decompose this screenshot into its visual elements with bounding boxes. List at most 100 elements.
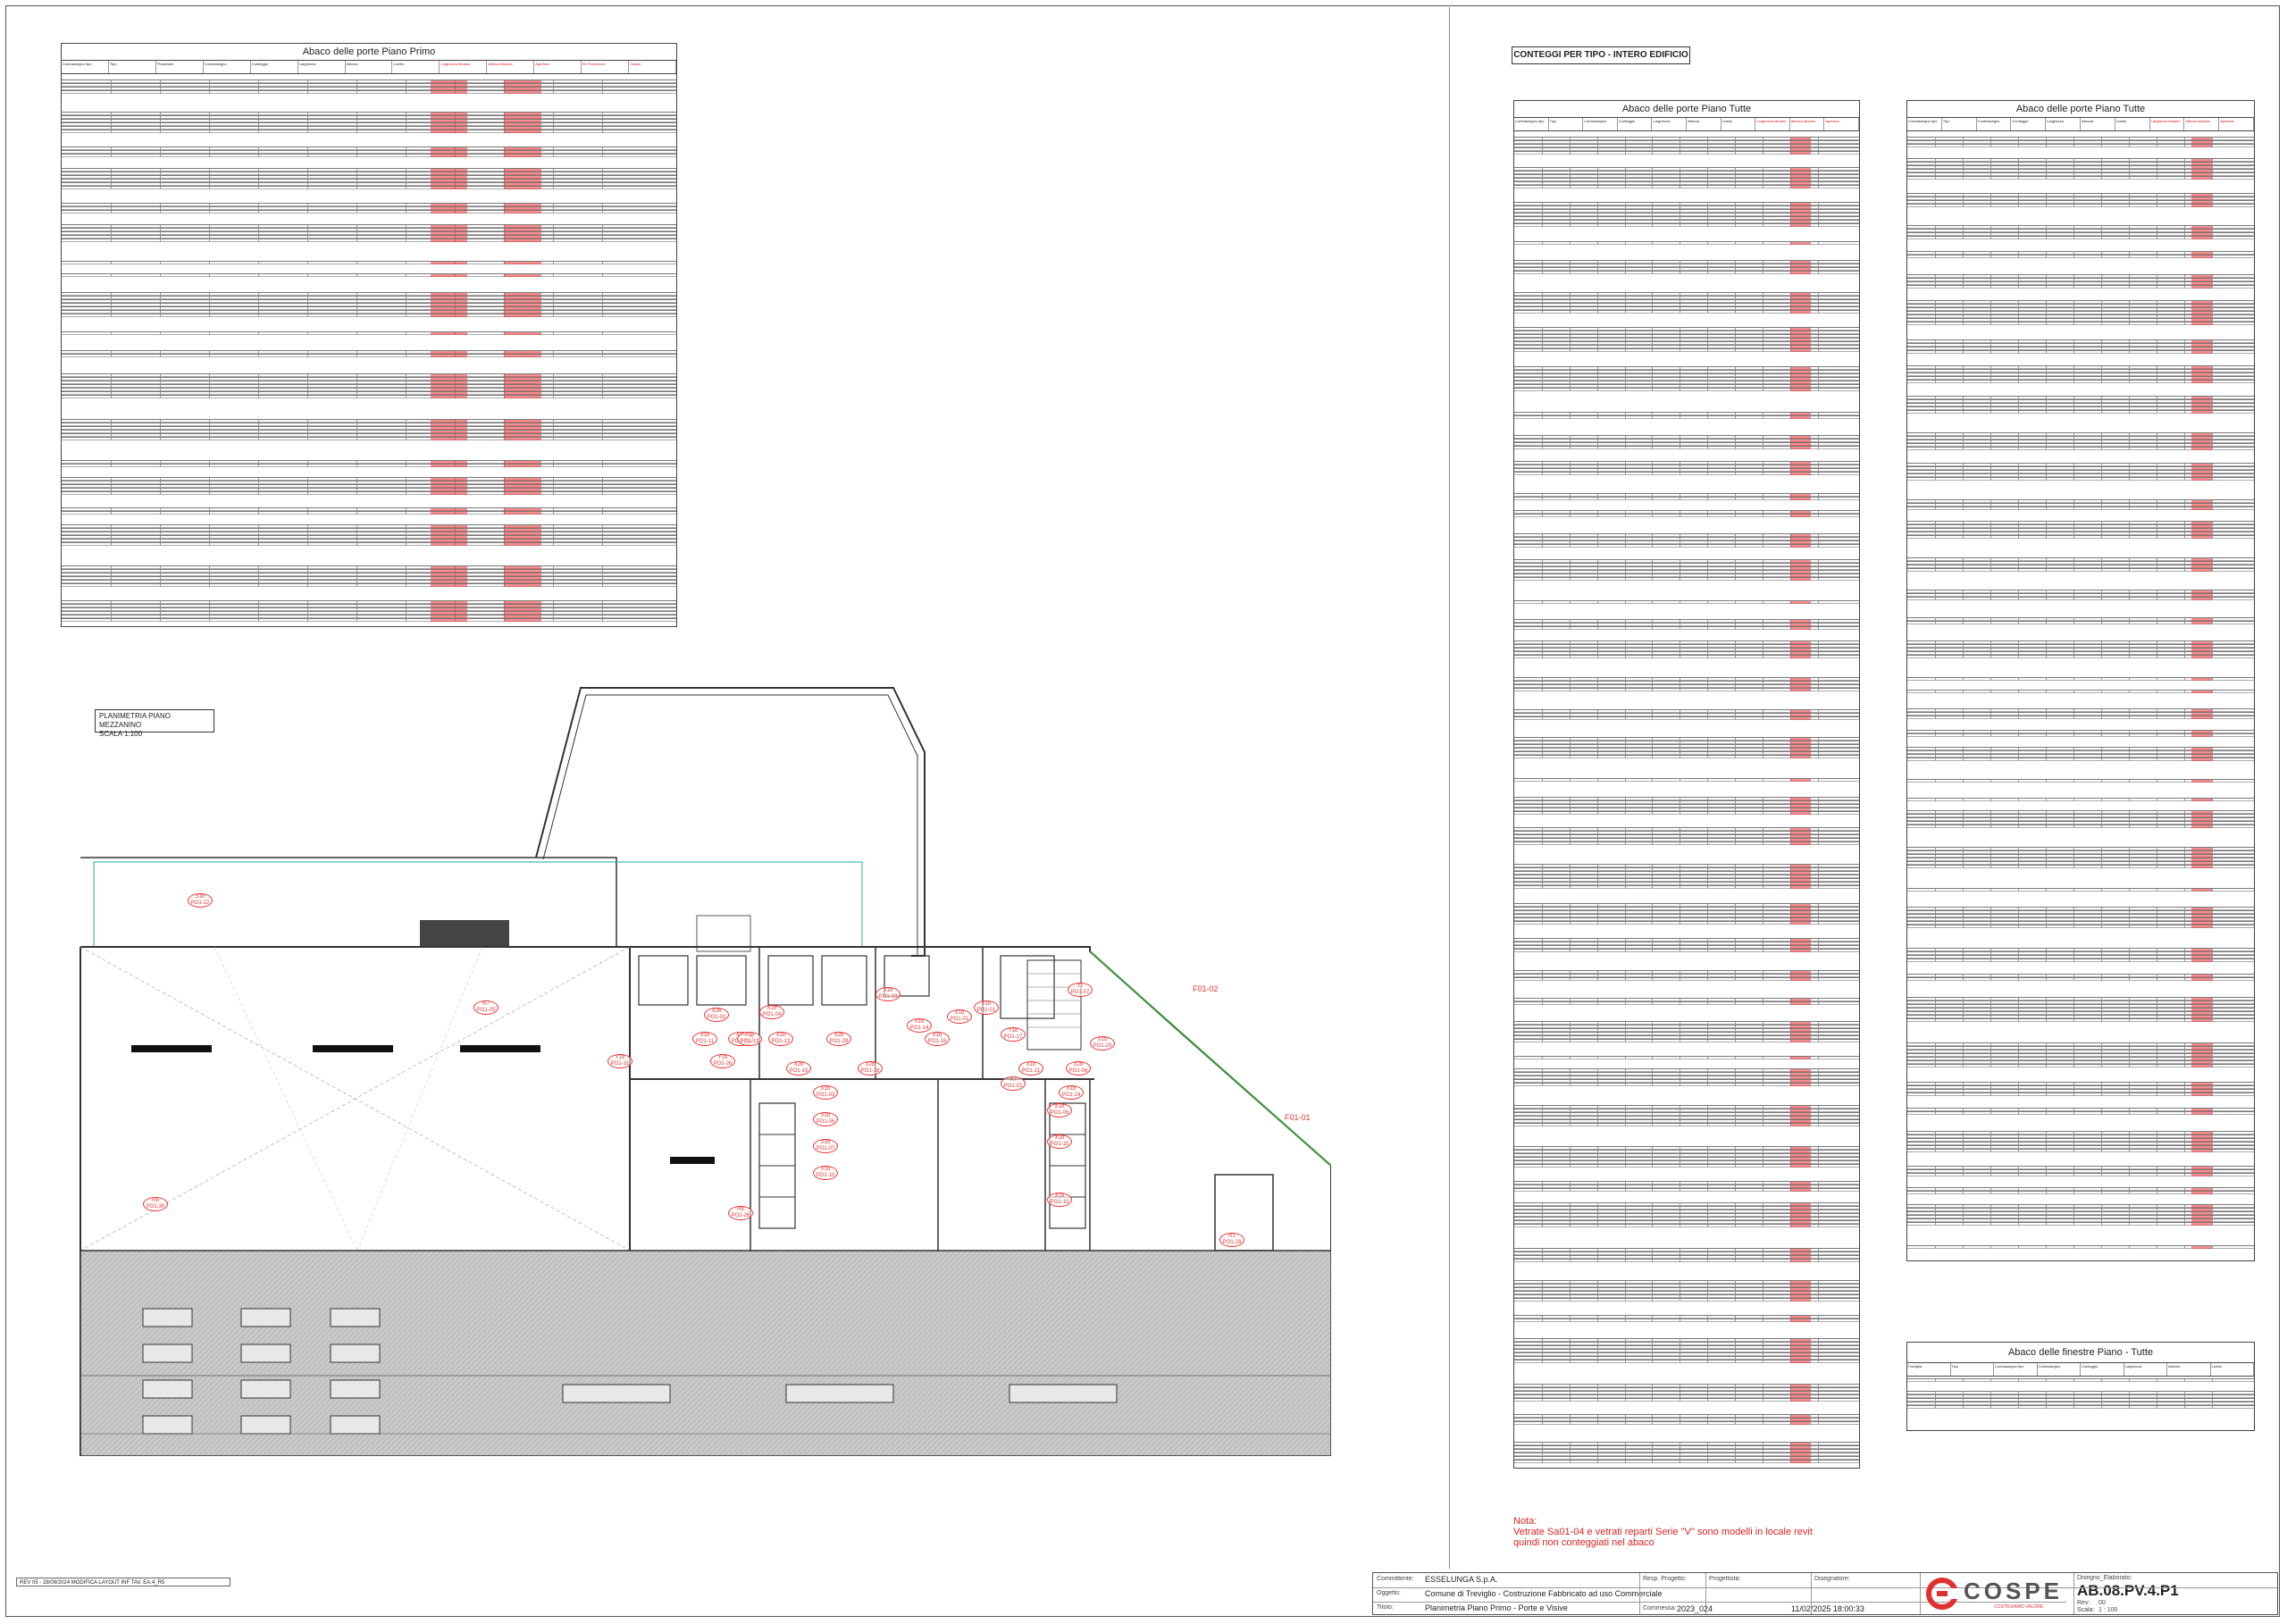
schedule-row — [62, 528, 676, 532]
schedule-row — [62, 460, 676, 464]
schedule-row — [1514, 205, 1859, 209]
schedule-row — [1907, 677, 2254, 681]
schedule-row — [62, 292, 676, 296]
schedule-row — [62, 484, 676, 488]
schedule-row — [62, 580, 676, 583]
schedule-row — [1514, 709, 1859, 713]
schedule-column-header: Altezza Modulo — [487, 61, 535, 73]
door-tag-id: PO1-24 — [1061, 1092, 1081, 1098]
door-tag-type: X1b — [1054, 1135, 1065, 1141]
committente-label: Committente: — [1377, 1576, 1414, 1582]
door-tag-id: PO1-16 — [927, 1039, 947, 1044]
schedule-row — [62, 296, 676, 299]
schedule-row — [62, 224, 676, 228]
schedule-row — [1514, 223, 1859, 227]
rev-value: 00 — [2099, 1600, 2106, 1606]
schedule-row — [1514, 684, 1859, 688]
schedule-row — [1514, 510, 1859, 514]
door-tag-id: PO1-08 — [1068, 1068, 1088, 1074]
door-tag-type: Y2b — [717, 1055, 728, 1060]
schedule-row — [62, 122, 676, 126]
schedule-column-header: Apertura — [2219, 118, 2254, 130]
schedule-row — [1514, 178, 1859, 181]
schedule-row — [1907, 477, 2254, 481]
schedule-row — [1907, 758, 2254, 761]
door-tag-type: X2b — [1073, 1062, 1084, 1067]
schedule-row — [1907, 1245, 2254, 1249]
schedule-row — [62, 618, 676, 622]
schedule-row — [62, 395, 676, 398]
door-tag-id: PO1-19 — [789, 1068, 808, 1074]
door-tag-id: PO1-13 — [740, 1039, 759, 1044]
note-block: Nota: Vetrate Sa01-04 e vetrati reparti … — [1513, 1516, 1835, 1548]
schedule-column-header: Larghezza Modulo — [440, 61, 488, 73]
schedule-row — [62, 112, 676, 115]
schedule-row — [1514, 559, 1859, 563]
schedule-row — [62, 464, 676, 467]
schedule-row — [1514, 167, 1859, 171]
door-tag-type: X2b — [834, 1033, 844, 1038]
schedule-porte-tutte-right: Abaco delle porte Piano Tutte Contrasseg… — [1906, 100, 2255, 1261]
door-tag-type: X1b — [775, 1033, 786, 1038]
schedule-row — [62, 146, 676, 150]
schedule-row — [1514, 744, 1859, 748]
schedule-row — [1907, 1191, 2254, 1194]
scala-label: Scala: — [2077, 1607, 2095, 1613]
schedule-row — [1907, 410, 2254, 414]
schedule-row — [1514, 140, 1859, 144]
schedule-row — [62, 524, 676, 528]
schedule-row — [1514, 202, 1859, 205]
schedule-row — [1514, 648, 1859, 651]
door-tag-type: X2b — [711, 1009, 722, 1014]
revision-row: REV 05 - 28/09/2024 MODIFICA LAYOUT INF … — [16, 1578, 230, 1586]
schedule-row — [1514, 885, 1859, 889]
schedule-column-header: Apertura — [1824, 118, 1859, 130]
schedule-column-header: Famiglia — [1907, 1363, 1951, 1376]
schedule-row — [62, 119, 676, 122]
schedule-column-header: Tipo — [1942, 118, 1977, 130]
schedule-row — [1514, 468, 1859, 472]
schedule-row — [1907, 1064, 2254, 1067]
schedule-row — [1514, 748, 1859, 751]
door-tag-type: X1b — [700, 1033, 710, 1038]
schedule-row — [1514, 755, 1859, 758]
schedule-column-header: Contrassegno — [1977, 118, 2012, 130]
schedule-row — [1907, 655, 2254, 658]
schedule-column-header: Contrassegno tipo — [62, 61, 109, 73]
schedule-row — [1514, 370, 1859, 373]
schedule-column-header: Tipo — [1549, 118, 1584, 130]
schedule-row — [62, 182, 676, 186]
door-tag-type: Y7 — [1076, 984, 1084, 989]
schedule-row — [1907, 1378, 2254, 1382]
schedule-row — [1907, 798, 2254, 801]
schedule-row — [1514, 306, 1859, 310]
schedule-row — [1514, 299, 1859, 303]
door-tag-id: PO1-03 — [816, 1092, 835, 1098]
schedule-row — [1514, 310, 1859, 314]
schedule-row — [62, 542, 676, 546]
schedule-row — [1514, 681, 1859, 684]
schedule-row — [1907, 568, 2254, 572]
schedule-row — [1514, 514, 1859, 517]
schedule-row — [1514, 327, 1859, 331]
schedule-row — [62, 423, 676, 426]
schedule-row — [1514, 439, 1859, 442]
door-tag-id: PO1-09 — [1050, 1110, 1069, 1116]
schedule-row — [1514, 677, 1859, 681]
schedule-row — [62, 576, 676, 580]
disegnatore-label: Disegnatore: — [1814, 1576, 1850, 1582]
door-tag-type: X1b — [914, 1019, 925, 1025]
door-tag-id: PO1-02 — [1003, 1084, 1023, 1089]
schedule-row — [1907, 1173, 2254, 1176]
commessa-value: 2023_024 — [1677, 1604, 1713, 1613]
schedule-row — [1514, 171, 1859, 174]
schedule-row — [1907, 925, 2254, 928]
